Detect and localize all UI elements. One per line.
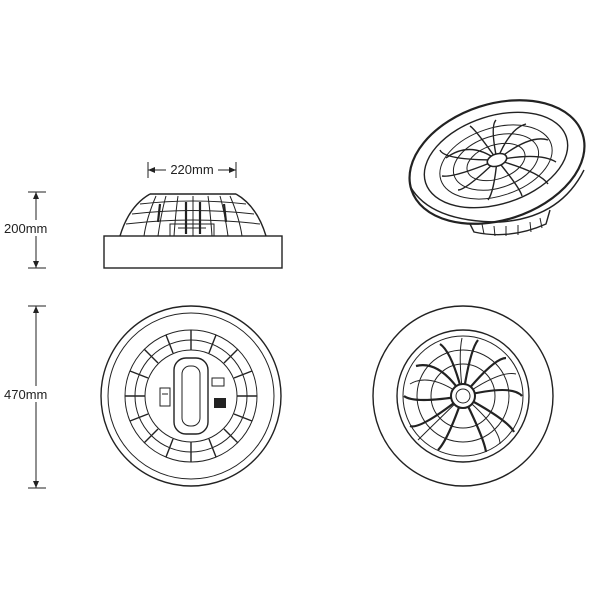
height-dimension-label: 200mm xyxy=(4,221,47,236)
perspective-drum xyxy=(469,209,551,236)
top-view-inner-ring xyxy=(396,329,530,463)
bottom-view-mounting-plate xyxy=(173,357,209,435)
bottom-view-connector xyxy=(159,387,171,407)
bottom-view xyxy=(100,305,282,487)
top-view-outer-ring xyxy=(372,305,554,487)
perspective-outer-ring xyxy=(408,99,586,225)
side-view xyxy=(103,193,283,269)
side-view-ribs xyxy=(143,195,243,237)
diameter-dimension-label: 470mm xyxy=(4,387,47,402)
top-view xyxy=(372,305,554,487)
width-dimension: 220mm xyxy=(147,160,237,178)
bottom-view-outer-ring xyxy=(100,305,282,487)
side-view-cage-left xyxy=(119,193,151,237)
perspective-view xyxy=(408,99,586,237)
width-dimension-label: 220mm xyxy=(170,162,213,177)
perspective-inner-ring xyxy=(423,111,569,209)
bottom-view-ribs xyxy=(125,330,257,462)
side-view-ring xyxy=(103,235,283,269)
diameter-dimension: 470mm xyxy=(2,305,56,489)
perspective-hub xyxy=(486,152,508,168)
side-view-cage-right xyxy=(235,193,267,237)
bottom-view-terminal xyxy=(214,398,226,408)
height-dimension: 200mm xyxy=(2,191,56,269)
